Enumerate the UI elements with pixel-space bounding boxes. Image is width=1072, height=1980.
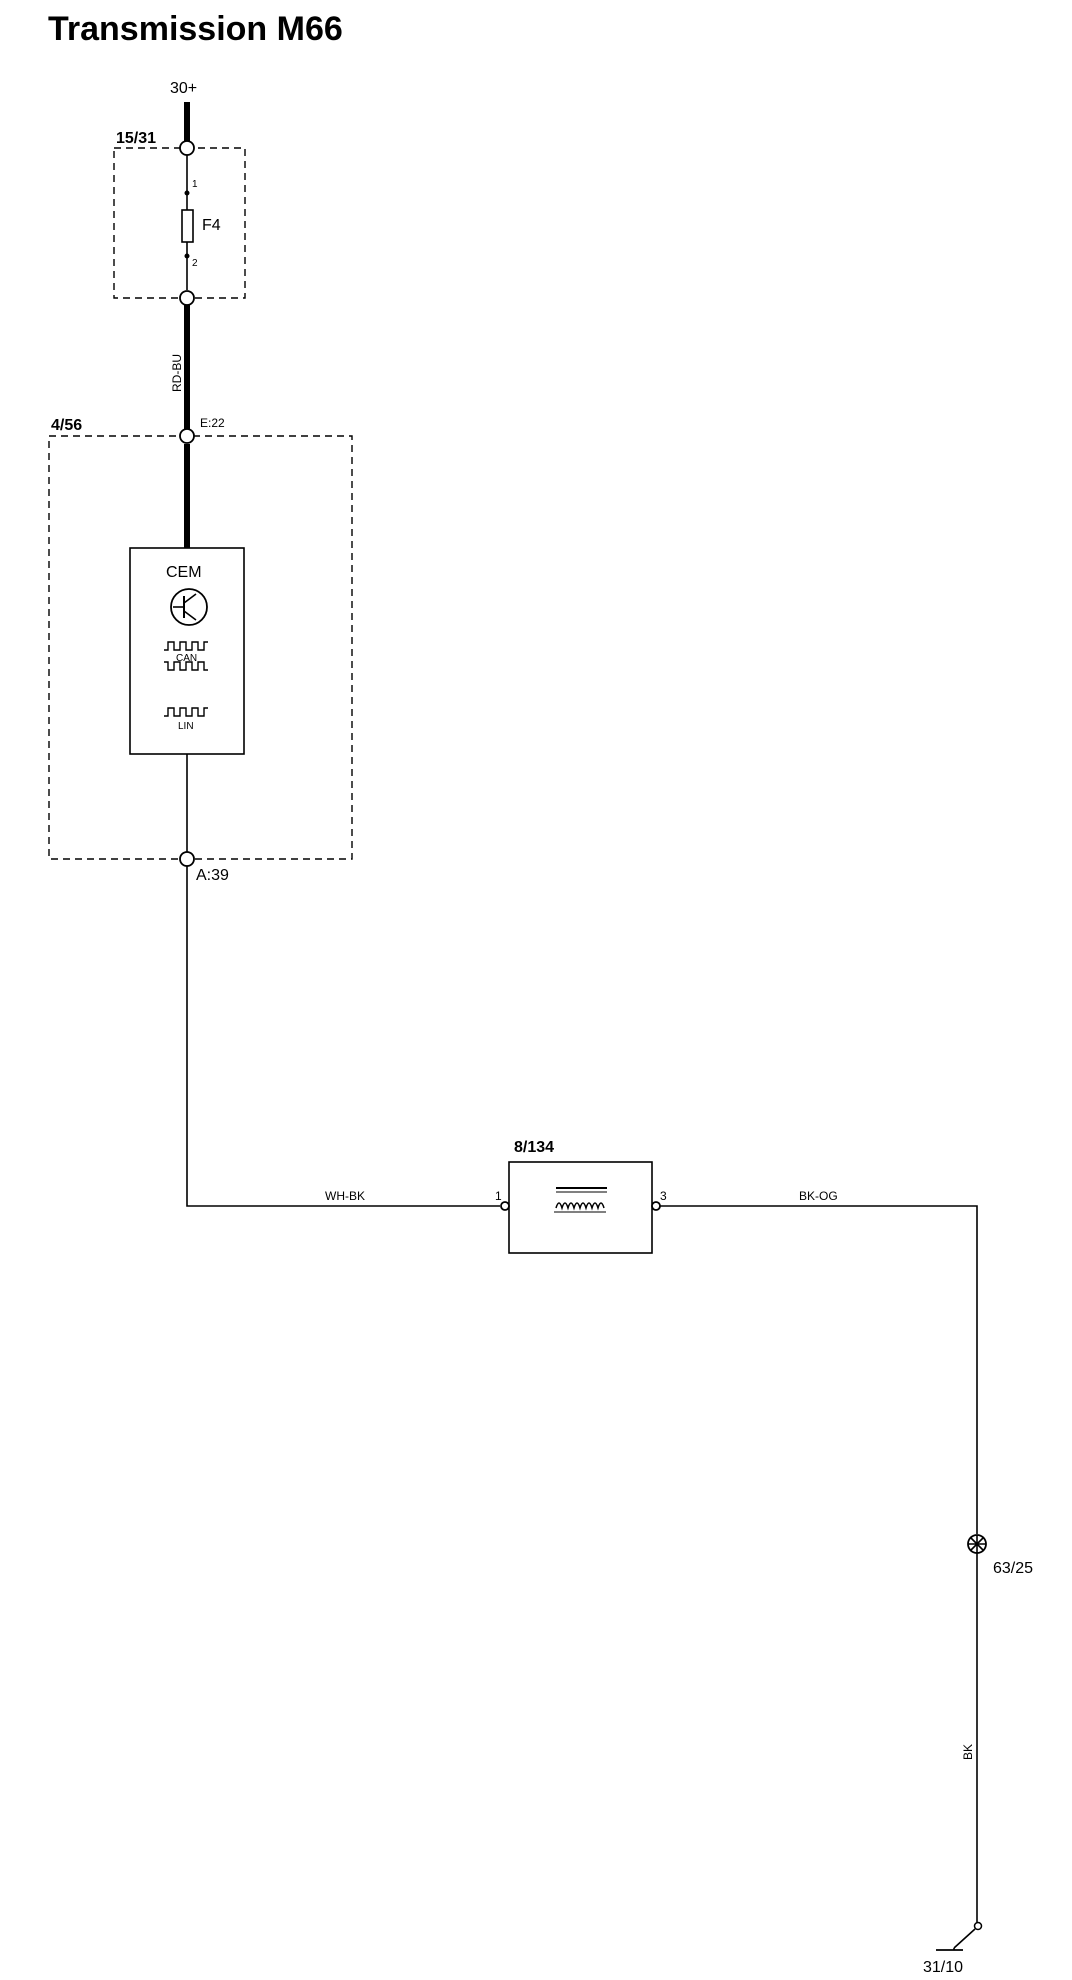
cem-box-id: 4/56: [51, 417, 82, 434]
cem-out-connector: [179, 851, 195, 867]
solenoid-coil-icon: [554, 1187, 607, 1213]
fuse-box-bottom-connector: [179, 290, 195, 306]
wire-color-bk: BK: [961, 1744, 975, 1760]
cem-module: [129, 547, 245, 755]
can-bus-icon: CAN: [164, 641, 208, 671]
ground-connector: [973, 1921, 983, 1931]
fuse-box-top-connector: [179, 140, 195, 156]
lin-bus-icon: LIN: [164, 707, 208, 732]
component-8-134: 8/134 1 3: [495, 1139, 667, 1254]
component-id: 8/134: [514, 1139, 554, 1156]
ground-id: 31/10: [923, 1959, 963, 1976]
fuse-pin-bottom: 2: [192, 258, 198, 269]
component-pin-1-connector: [500, 1201, 510, 1211]
fuse-icon: [181, 209, 194, 243]
fuse-pin-top: 1: [192, 179, 198, 190]
page-title: Transmission M66: [48, 10, 343, 48]
fuse-name: F4: [202, 217, 221, 234]
cem-module-name: CEM: [166, 564, 202, 581]
wire-cem-to-component: [186, 866, 500, 1207]
cem-connector-out: A:39: [196, 867, 229, 884]
fuse-box: 15/31 1 2 F4: [113, 130, 246, 306]
transistor-icon: [170, 588, 208, 626]
wire-color-wh-bk: WH-BK: [325, 1189, 365, 1203]
supply-label: 30+: [170, 80, 197, 97]
can-label: CAN: [176, 653, 197, 664]
wire-color-rd-bu: RD-BU: [170, 354, 184, 392]
ground-lead: [953, 1928, 976, 1949]
lin-label: LIN: [178, 721, 194, 732]
cem-box-outline: [48, 435, 353, 860]
component-pin-3: 3: [660, 1189, 667, 1203]
splice-id: 63/25: [993, 1560, 1033, 1577]
fuse-box-outline: [113, 147, 246, 299]
component-pin-1: 1: [495, 1189, 502, 1203]
wire-component-to-splice: [660, 1205, 978, 1534]
cem-box: 4/56 E:22 CEM CAN LIN A:39: [48, 416, 353, 884]
fuse-pin-2-dot: [184, 253, 190, 259]
wire-color-bk-og: BK-OG: [799, 1189, 838, 1203]
fuse-box-id: 15/31: [116, 130, 156, 147]
ground-31-10: 31/10: [923, 1921, 983, 1976]
cem-connector-in: E:22: [200, 416, 225, 430]
cem-in-connector: [179, 428, 195, 444]
fuse-pin-1-dot: [184, 190, 190, 196]
component-pin-3-connector: [651, 1201, 661, 1211]
